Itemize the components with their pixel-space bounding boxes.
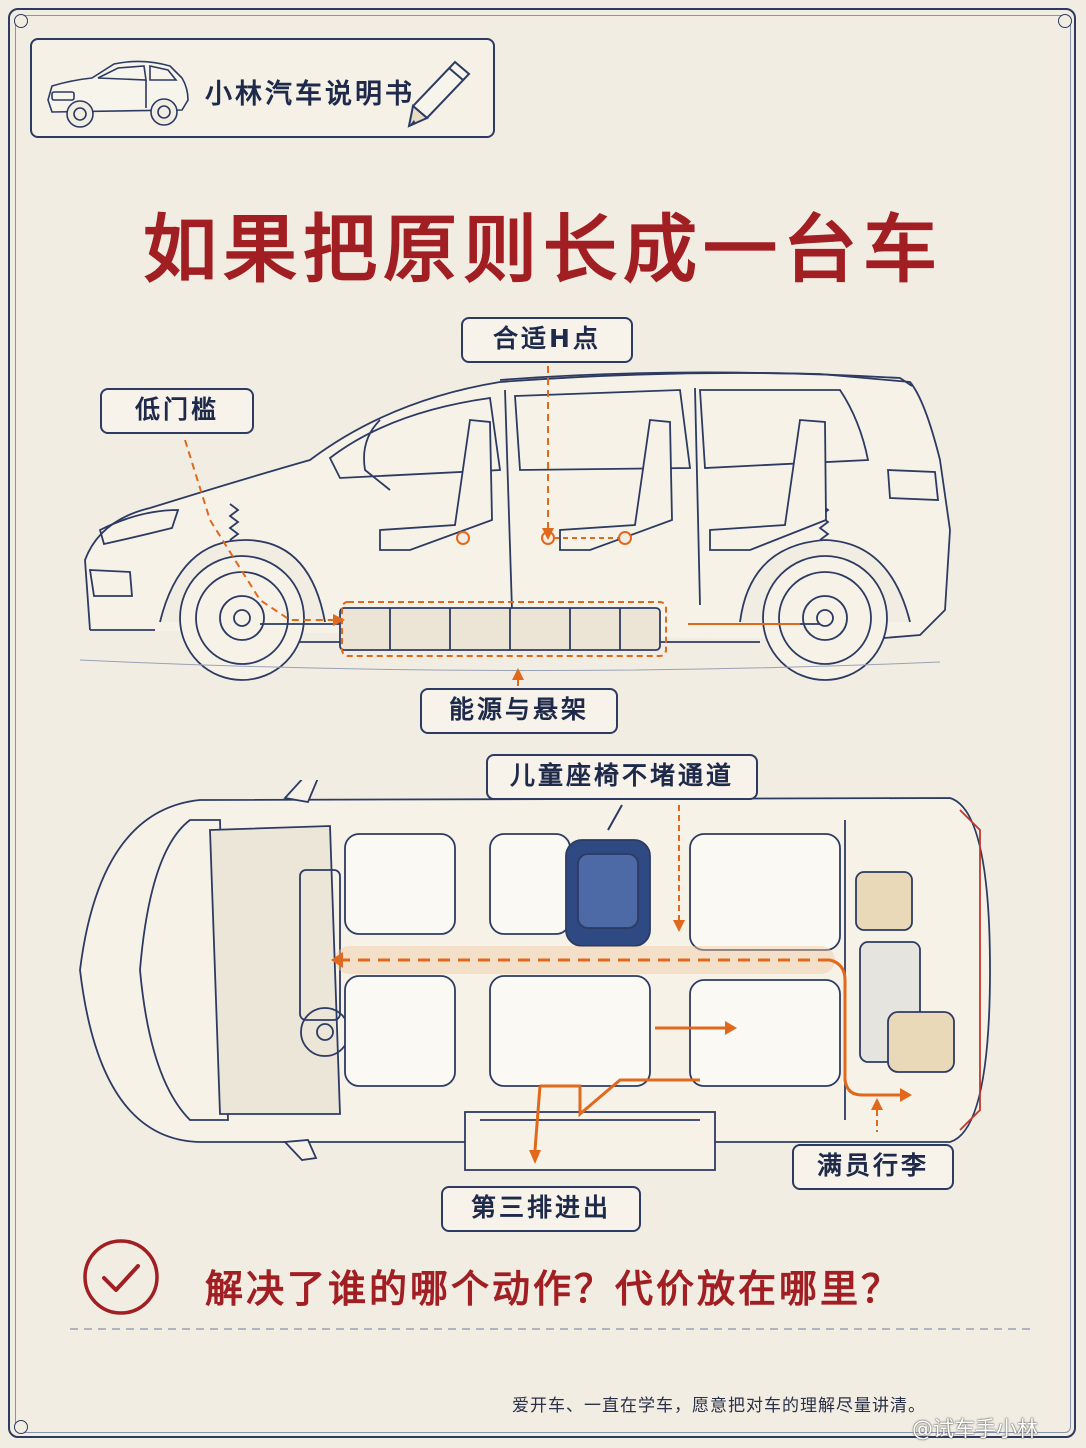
- watermark: @试车手小林: [912, 1417, 1038, 1441]
- label-child-seat: 儿童座椅不堵通道: [486, 754, 758, 800]
- frame-corner-dot: [14, 1420, 28, 1434]
- dashed-divider: [70, 1328, 1030, 1330]
- minivan-top-view: [79, 780, 991, 1171]
- minivan-side-view: [79, 371, 951, 681]
- check-circle-icon: [83, 1239, 159, 1315]
- frame-corner-dot: [14, 14, 28, 28]
- page-frame-inner: [15, 15, 1071, 1433]
- label-energy-suspension: 能源与悬架: [420, 688, 618, 734]
- pencil-icon: [407, 60, 471, 128]
- header-title: 小林汽车说明书: [205, 79, 415, 110]
- footer-tagline: 爱开车、一直在学车，愿意把对车的理解尽量讲清。: [512, 1396, 926, 1416]
- guiding-question: 解决了谁的哪个动作？代价放在哪里？: [205, 1266, 903, 1311]
- label-third-row: 第三排进出: [441, 1186, 641, 1232]
- page-frame: [8, 8, 1076, 1438]
- main-title: 如果把原则长成一台车: [143, 207, 943, 293]
- label-h-point: 合适H点: [461, 317, 633, 363]
- top-view-leaders: [607, 804, 883, 1132]
- frame-corner-dot: [1058, 14, 1072, 28]
- label-low-sill: 低门槛: [100, 388, 254, 434]
- label-full-luggage: 满员行李: [792, 1144, 954, 1190]
- side-view-leaders: [184, 366, 554, 686]
- header-car-icon: [47, 60, 189, 128]
